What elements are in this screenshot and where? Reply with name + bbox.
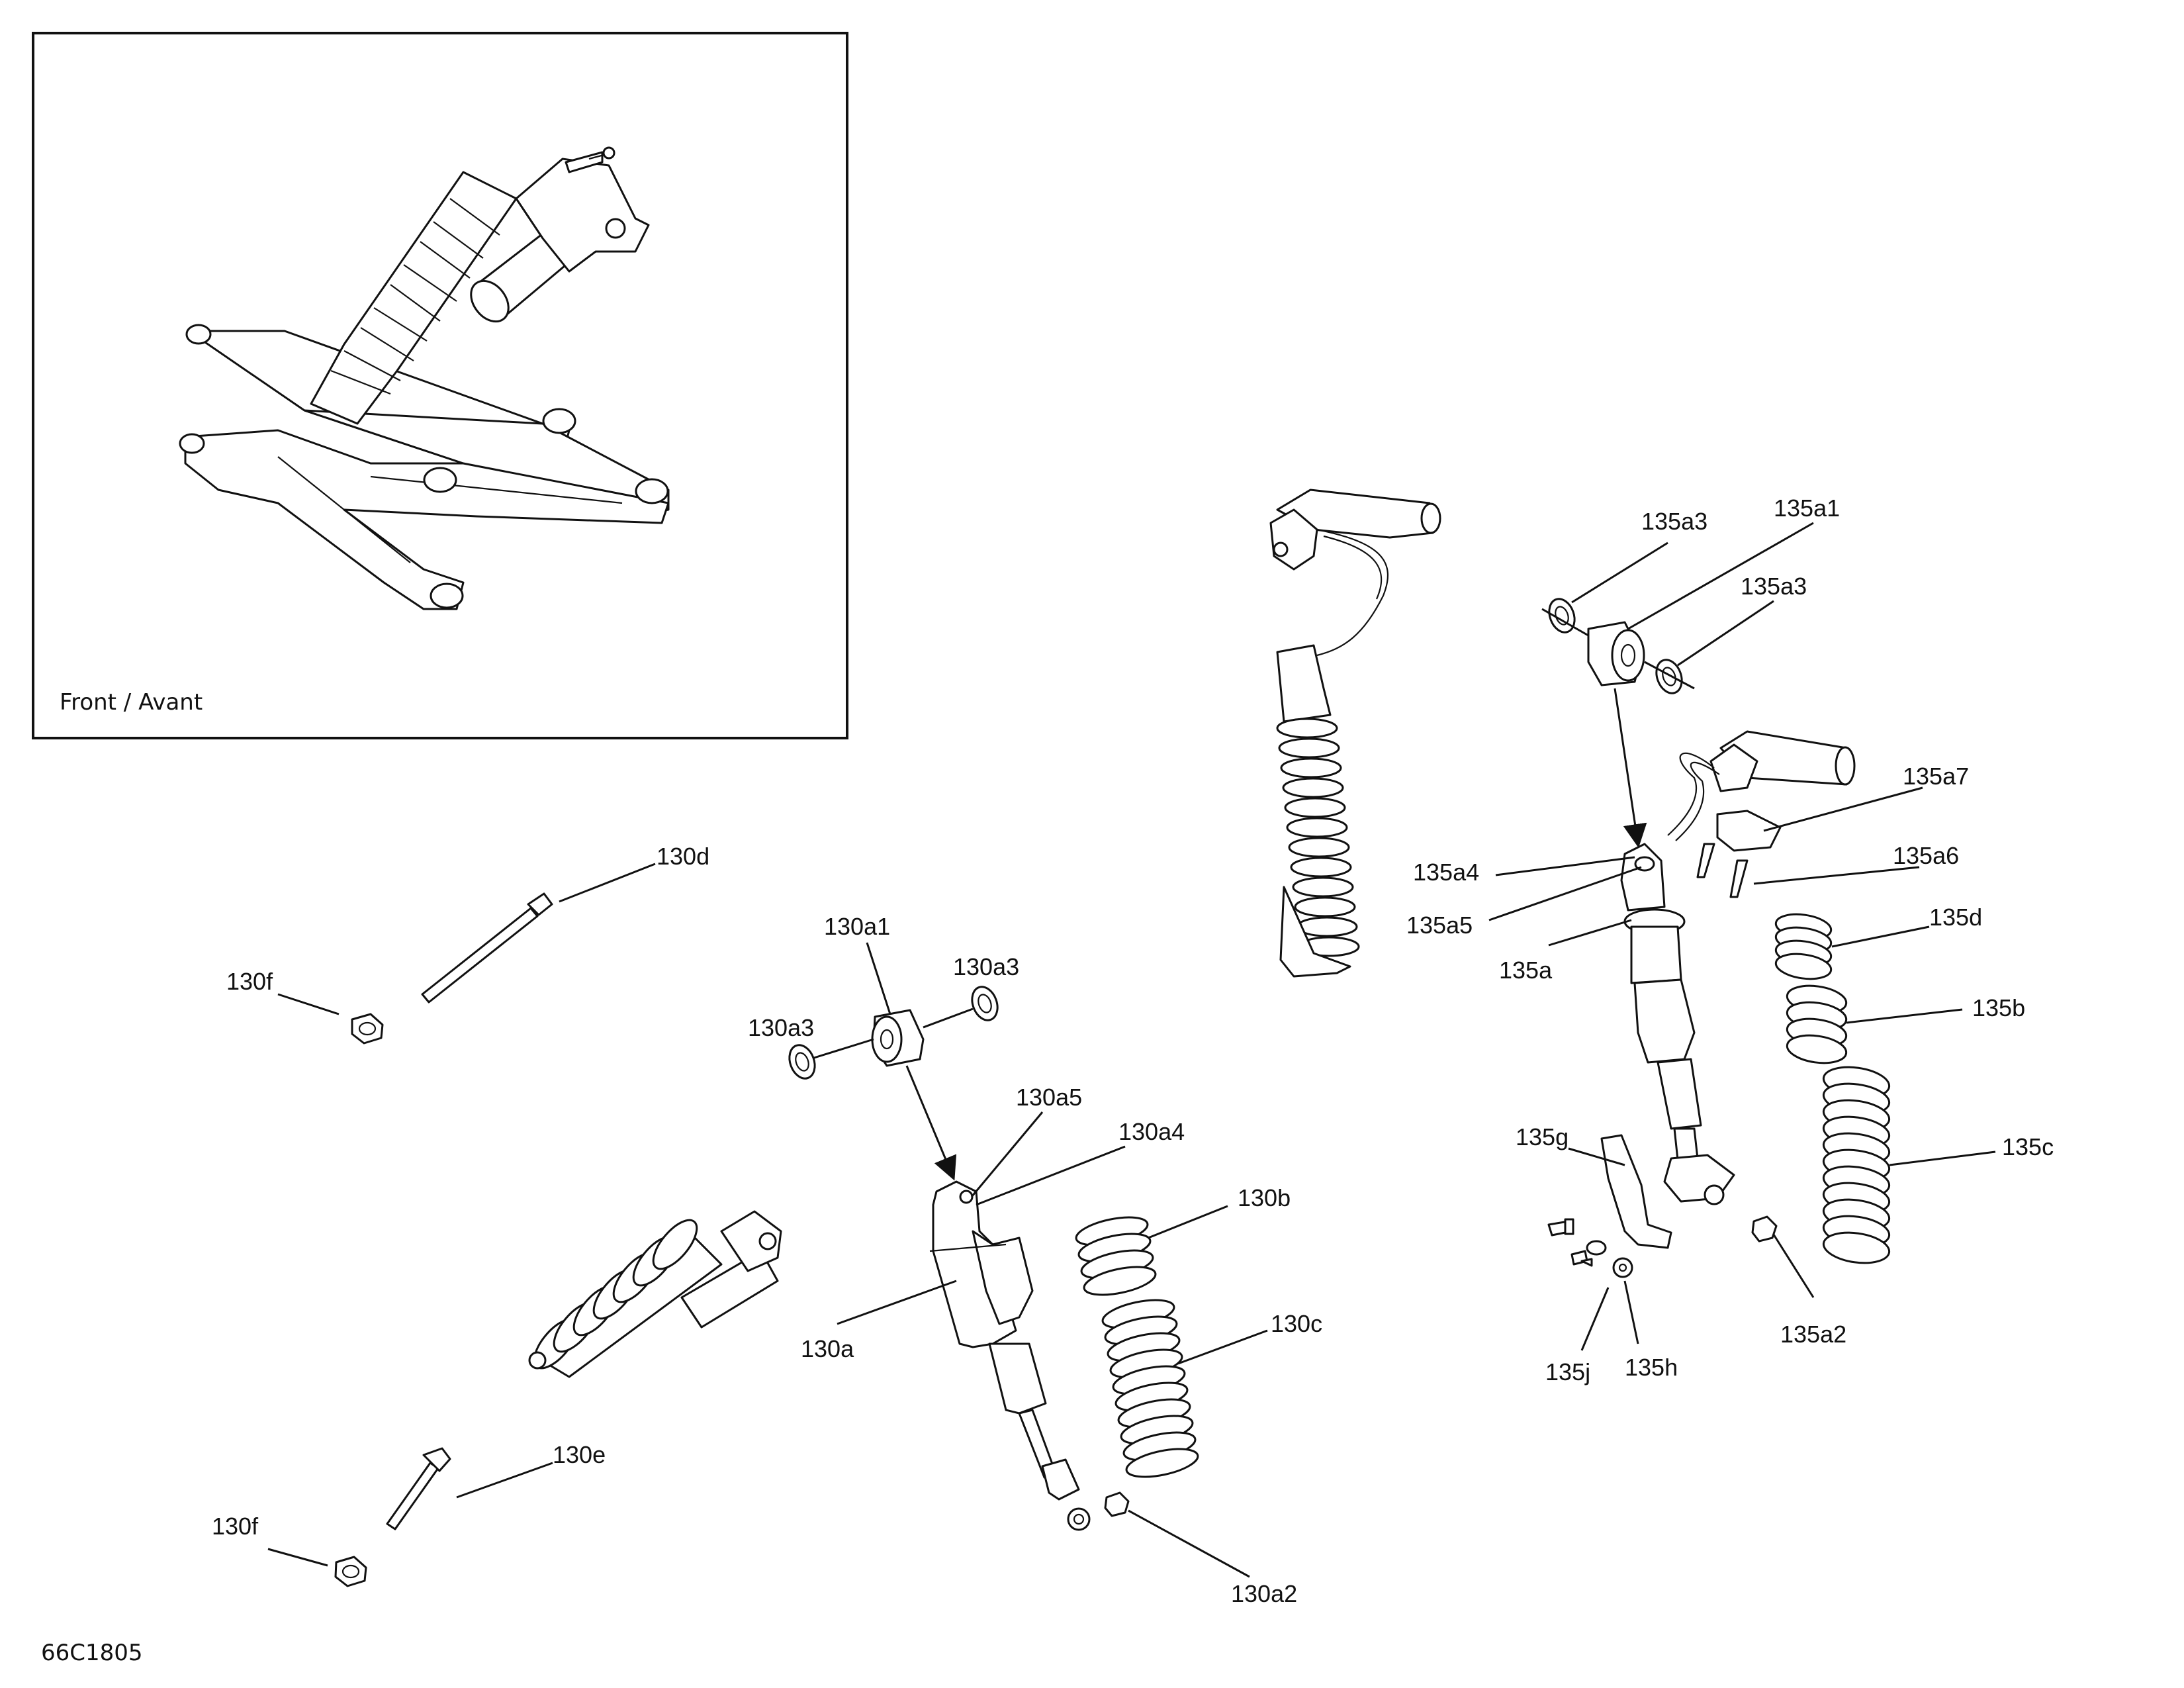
inset-panel: Front / Avant (32, 32, 848, 739)
nut-130f-bottom (334, 1556, 367, 1587)
label-135a3-top: 135a3 (1641, 508, 1707, 535)
nut-135a2 (1751, 1215, 1778, 1243)
shock-135a (1620, 843, 1735, 1205)
axis-135a3-left (1541, 608, 1589, 637)
bolt-130d (421, 892, 553, 1004)
leader-135b (1846, 1008, 1963, 1024)
leader-135a4 (1495, 856, 1635, 876)
leader-130f-bottom (267, 1548, 328, 1567)
label-130a5: 130a5 (1016, 1084, 1082, 1111)
label-130c: 130c (1271, 1310, 1322, 1337)
label-135d: 135d (1929, 904, 1982, 931)
spring-130b (1075, 1216, 1157, 1296)
leader-135a5 (1488, 866, 1642, 921)
label-135a7: 135a7 (1903, 763, 1969, 790)
label-130a4: 130a4 (1118, 1118, 1185, 1145)
label-135j: 135j (1545, 1358, 1590, 1385)
assembled-shock-front (528, 1210, 782, 1378)
label-130f-top: 130f (226, 968, 273, 995)
leader-130a4 (976, 1145, 1126, 1206)
label-130a1: 130a1 (824, 913, 890, 940)
spring-135c (1822, 1066, 1891, 1264)
label-135g: 135g (1516, 1123, 1569, 1150)
label-130b: 130b (1238, 1184, 1291, 1211)
leader-135a (1548, 919, 1632, 947)
washer-135h (1586, 1240, 1633, 1278)
label-135b: 135b (1972, 994, 2025, 1021)
label-135a6: 135a6 (1893, 842, 1959, 869)
label-135a3-right: 135a3 (1741, 573, 1807, 600)
leader-130c (1177, 1329, 1268, 1365)
leader-135a3-top (1571, 541, 1668, 604)
shock-130a (929, 1180, 1091, 1531)
label-130f-bottom: 130f (212, 1513, 259, 1540)
clamp-135a7 (1716, 810, 1782, 852)
inset-frame (32, 32, 848, 739)
washer-130a3-left (788, 1044, 816, 1080)
label-130a3-right: 130a3 (953, 953, 1019, 980)
leader-130a1 (866, 942, 891, 1015)
leader-135a1 (1627, 522, 1814, 630)
leader-135c (1889, 1150, 1996, 1166)
nut-130f-top (351, 1013, 384, 1045)
leader-135g (1568, 1147, 1625, 1166)
label-130a3-left: 130a3 (748, 1014, 814, 1041)
axis-130a3-right (923, 1008, 974, 1029)
label-135a1: 135a1 (1774, 494, 1840, 522)
spring-135b (1786, 984, 1848, 1064)
leader-130e (456, 1462, 553, 1499)
leader-130a5 (970, 1111, 1044, 1197)
label-135a2: 135a2 (1780, 1321, 1846, 1348)
washer-135a3-right (1655, 659, 1683, 694)
bushing-130a1 (871, 1009, 925, 1067)
label-130d: 130d (657, 843, 709, 870)
axis-130a3-left (813, 1038, 874, 1059)
bolt-130e (386, 1447, 451, 1530)
axis-135a3-right (1644, 661, 1695, 690)
label-130e: 130e (553, 1441, 606, 1468)
leader-130f-top (277, 993, 340, 1015)
leader-130a2 (1128, 1509, 1250, 1578)
leader-130a (837, 1280, 957, 1325)
nut-130a2 (1104, 1491, 1130, 1517)
leader-130d (559, 863, 656, 903)
assembled-shock-rear (1269, 489, 1441, 978)
label-135c: 135c (2002, 1133, 2054, 1160)
bushing-135a1 (1587, 621, 1645, 686)
fastener-135j (1547, 1218, 1593, 1267)
leader-135a3-right (1677, 600, 1774, 667)
leader-135j (1580, 1287, 1610, 1351)
label-130a2: 130a2 (1231, 1580, 1297, 1607)
reservoir-135 (1667, 730, 1856, 841)
inset-suspension-assembly (179, 146, 670, 610)
label-135a: 135a (1499, 957, 1553, 984)
arrow-135a1-to-shock (1614, 688, 1647, 848)
label-130a: 130a (801, 1335, 854, 1362)
leader-135a7 (1763, 786, 1923, 832)
spring-130c (1101, 1299, 1199, 1478)
inset-caption: Front / Avant (60, 689, 203, 716)
washer-130a3-right (971, 986, 999, 1021)
drawing-number: 66C1805 (41, 1640, 143, 1666)
leader-135d (1831, 925, 1930, 948)
arrow-130a1-to-shock (905, 1065, 957, 1181)
bracket-135g (1600, 1134, 1672, 1249)
label-135a4: 135a4 (1413, 859, 1479, 886)
leader-135h (1623, 1280, 1639, 1344)
label-135a5: 135a5 (1406, 912, 1473, 939)
label-135h: 135h (1625, 1354, 1678, 1381)
leader-130b (1148, 1205, 1228, 1239)
screws-135a6 (1696, 843, 1749, 898)
leader-135a6 (1753, 866, 1920, 885)
leader-135a2 (1772, 1234, 1815, 1298)
spring-135d (1774, 913, 1833, 980)
